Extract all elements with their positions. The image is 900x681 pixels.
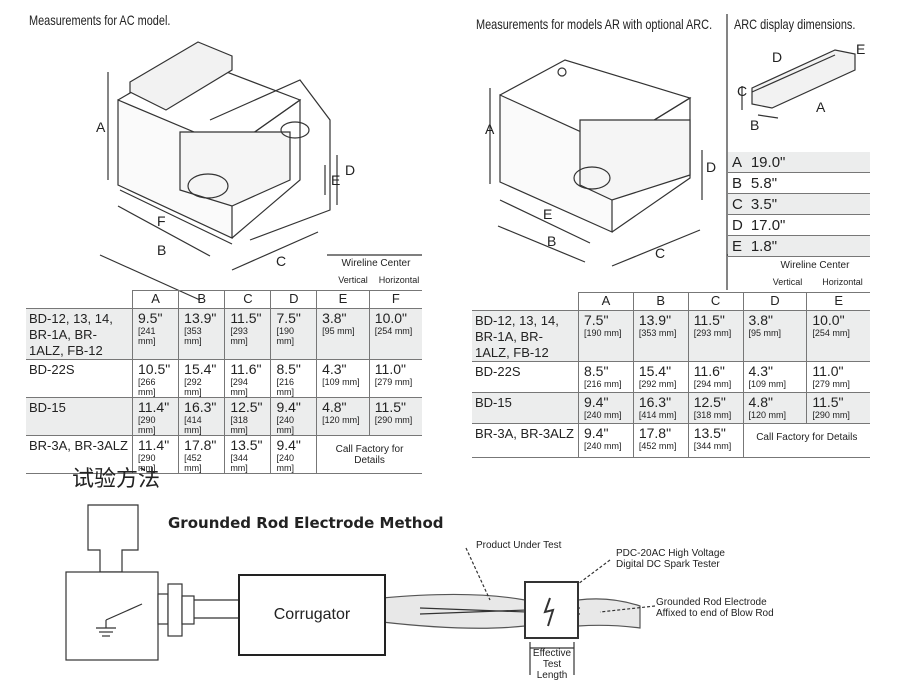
product-label: Product Under Test	[476, 540, 562, 551]
ar-row-model: BD-12, 13, 14, BR-1A, BR-1ALZ, FB-12	[472, 310, 579, 362]
ac-model-drawing	[99, 41, 338, 301]
ac-col-c: C	[224, 290, 272, 309]
method-title: Grounded Rod Electrode Method	[168, 514, 444, 532]
ac-row-model: BD-22S	[26, 359, 133, 398]
ar-wireline-vertical: Vertical	[772, 277, 803, 287]
ar-dim-a: A	[485, 121, 495, 137]
ar-row-model: BR-3A, BR-3ALZ	[472, 423, 579, 458]
arc-dim-a: A	[816, 99, 826, 115]
arc-drawing	[741, 49, 856, 119]
electrode-label: Grounded Rod Electrode Affixed to end of…	[656, 597, 774, 619]
ac-row-model: BD-15	[26, 397, 133, 436]
ac-wireline-horizontal: Horizontal	[378, 275, 420, 285]
ac-col-a: A	[132, 290, 180, 309]
ar-call-factory: Call Factory for Details	[743, 423, 870, 458]
corrugator-box: Corrugator	[238, 574, 386, 656]
ac-wireline-vertical: Vertical	[338, 275, 368, 285]
ac-col-f: F	[369, 290, 422, 309]
ar-col-a: A	[578, 292, 634, 311]
ac-row-model: BR-3A, BR-3ALZ	[26, 435, 133, 474]
tester-label: PDC-20AC High Voltage Digital DC Spark T…	[616, 548, 725, 570]
ar-col-e: E	[806, 292, 870, 311]
ac-wireline-title: Wireline Center	[341, 258, 411, 269]
ar-model-drawing	[489, 59, 703, 267]
ac-col-e: E	[316, 290, 370, 309]
ac-spec-table: A B C D E F BD-12, 13, 14, BR-1A, BR-1AL…	[26, 290, 422, 474]
ar-wireline-title: Wireline Center	[780, 260, 850, 271]
ac-dim-a: A	[96, 119, 106, 135]
ac-col-b: B	[178, 290, 226, 309]
ar-dim-c: C	[655, 245, 665, 261]
ar-col-d: D	[743, 292, 808, 311]
ac-caption: Measurements for AC model.	[29, 12, 171, 28]
method-diagram	[65, 504, 656, 675]
ar-spec-table: A B C D E BD-12, 13, 14, BR-1A, BR-1ALZ,…	[472, 292, 870, 458]
ar-dim-e: E	[543, 206, 552, 222]
arc-dim-b: B	[750, 117, 759, 133]
ar-caption: Measurements for models AR with optional…	[476, 16, 713, 32]
test-method-heading: 试验方法	[72, 467, 161, 492]
effective-label: Effective Test Length	[532, 648, 572, 681]
ac-call-factory: Call Factory for Details	[316, 435, 422, 474]
ac-dim-b: B	[157, 242, 166, 258]
ac-dim-e: E	[331, 172, 340, 188]
ac-dim-c: C	[276, 253, 286, 269]
arc-dim-d: D	[772, 49, 782, 65]
ar-wireline-horizontal: Horizontal	[822, 277, 863, 287]
arc-dim-c: C	[737, 83, 747, 99]
ac-dim-f: F	[157, 213, 166, 229]
arc-dim-e: E	[856, 41, 865, 57]
ac-col-d: D	[270, 290, 318, 309]
arc-caption: ARC display dimensions.	[734, 16, 856, 32]
ar-col-c: C	[688, 292, 744, 311]
ar-row-model: BD-15	[472, 392, 579, 424]
ac-dim-d: D	[345, 162, 355, 178]
ar-col-b: B	[633, 292, 689, 311]
ar-row-model: BD-22S	[472, 361, 579, 393]
ar-dim-b: B	[547, 233, 556, 249]
ac-row-model: BD-12, 13, 14, BR-1A, BR-1ALZ, FB-12	[26, 308, 133, 360]
ar-dim-d: D	[706, 159, 716, 175]
